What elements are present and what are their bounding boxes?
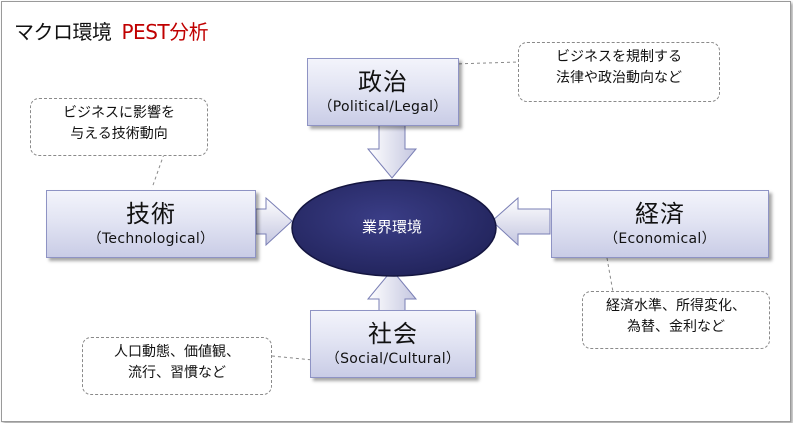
slide-title: マクロ環境 PEST分析	[14, 16, 209, 45]
political-arrow	[366, 124, 418, 179]
center-label: 業界環境	[361, 217, 422, 236]
technological-callout-connector	[151, 153, 165, 189]
political-title: 政治	[358, 68, 408, 96]
economical-callout-connector	[606, 257, 614, 293]
social-callout-line1: 人口動態、価値観、	[114, 344, 240, 360]
technological-arrow	[255, 196, 293, 247]
political-callout-connector	[452, 61, 520, 65]
economical-callout: 経済水準、所得変化、 為替、金利など	[582, 291, 770, 349]
social-box: 社会 （Social/Cultural）	[310, 310, 476, 378]
title-main: マクロ環境	[14, 20, 112, 44]
technological-title: 技術	[126, 200, 176, 228]
center-ellipse	[291, 179, 497, 277]
title-accent: PEST分析	[121, 20, 209, 44]
social-title: 社会	[368, 320, 418, 348]
political-callout-line1: ビジネスを規制する	[556, 49, 682, 65]
political-callout: ビジネスを規制する 法律や政治動向など	[518, 42, 720, 102]
economical-title: 経済	[635, 200, 685, 228]
technological-callout-line2: 与える技術動向	[70, 126, 168, 142]
economical-subtitle: （Economical）	[604, 231, 716, 247]
economical-callout-line1: 経済水準、所得変化、	[606, 298, 746, 314]
technological-subtitle: （Technological）	[87, 231, 215, 247]
technological-callout-line1: ビジネスに影響を	[63, 105, 175, 121]
technological-callout: ビジネスに影響を 与える技術動向	[30, 98, 208, 156]
economical-callout-line2: 為替、金利など	[627, 319, 725, 335]
technological-box: 技術 （Technological）	[46, 190, 256, 258]
economical-arrow	[491, 196, 551, 247]
political-subtitle: （Political/Legal）	[318, 99, 448, 115]
political-box: 政治 （Political/Legal）	[307, 58, 459, 126]
social-callout-line2: 流行、習慣など	[128, 365, 226, 381]
economical-box: 経済 （Economical）	[551, 190, 769, 258]
political-callout-line2: 法律や政治動向など	[556, 70, 682, 86]
social-callout-connector	[271, 355, 314, 361]
social-callout: 人口動態、価値観、 流行、習慣など	[82, 337, 272, 395]
social-subtitle: （Social/Cultural）	[325, 351, 461, 367]
